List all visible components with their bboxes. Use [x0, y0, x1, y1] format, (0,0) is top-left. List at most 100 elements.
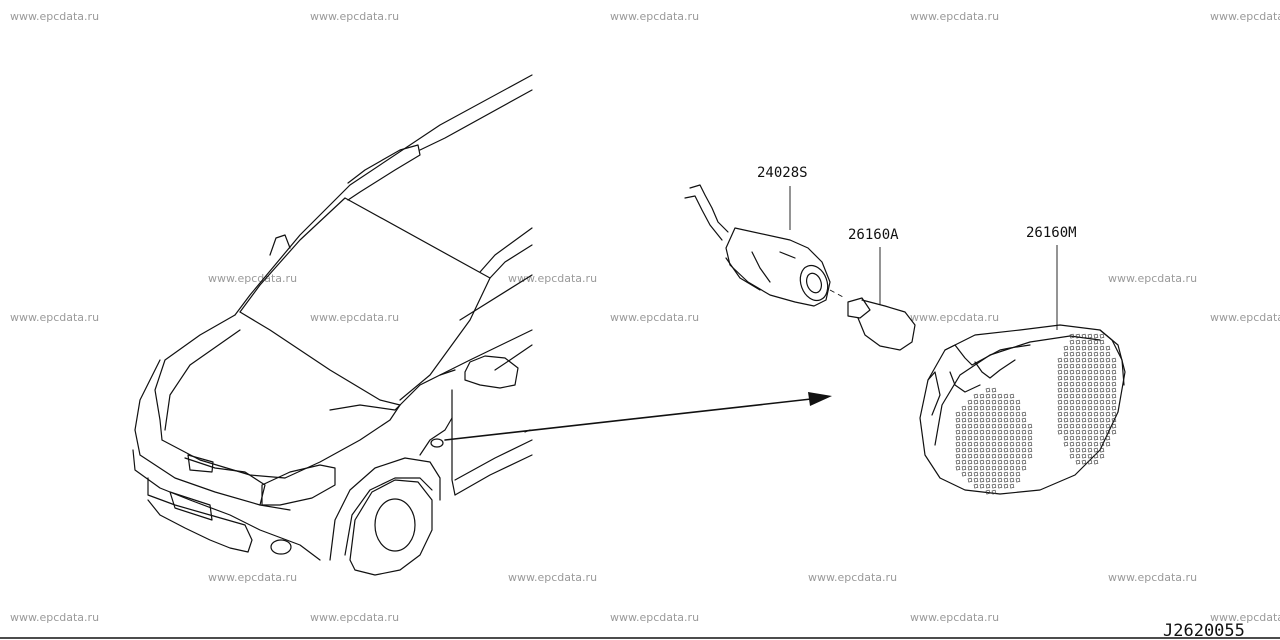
- bulb-drawing: [847, 247, 916, 351]
- lens-cell: [1081, 339, 1087, 345]
- lens-cell: [1063, 357, 1069, 363]
- lens-cell: [1099, 411, 1105, 417]
- watermark-text: www.epcdata.ru: [508, 272, 597, 285]
- lens-cell: [1069, 411, 1075, 417]
- lens-cell: [1075, 387, 1081, 393]
- lens-cell: [1099, 357, 1105, 363]
- lens-cell: [985, 387, 991, 393]
- lens-cell: [997, 429, 1003, 435]
- lens-cell: [1087, 399, 1093, 405]
- lens-cell: [1069, 417, 1075, 423]
- lens-cell: [1093, 333, 1099, 339]
- lens-cell: [979, 477, 985, 483]
- lens-cell: [961, 417, 967, 423]
- lens-cell: [1087, 351, 1093, 357]
- lens-cell: [1021, 423, 1027, 429]
- lens-cell: [1057, 423, 1063, 429]
- lens-cell: [991, 441, 997, 447]
- lens-cell: [961, 465, 967, 471]
- lens-cell: [991, 465, 997, 471]
- lens-cell: [991, 393, 997, 399]
- lens-cell: [967, 459, 973, 465]
- watermark-text: www.epcdata.ru: [610, 611, 699, 624]
- lens-cell: [1099, 387, 1105, 393]
- lens-cell: [1075, 381, 1081, 387]
- lens-cell: [955, 417, 961, 423]
- lens-cell: [955, 459, 961, 465]
- lens-cell: [1027, 441, 1033, 447]
- lens-cell: [1081, 453, 1087, 459]
- location-arrow: [444, 392, 832, 441]
- lens-cell: [1093, 357, 1099, 363]
- lens-cell: [979, 483, 985, 489]
- lens-cell: [979, 447, 985, 453]
- lens-cell: [1099, 453, 1105, 459]
- lens-cell: [967, 411, 973, 417]
- lens-cell: [1057, 405, 1063, 411]
- lens-cell: [1111, 369, 1117, 375]
- lens-cell: [997, 423, 1003, 429]
- lens-pattern: [955, 333, 1117, 495]
- lens-cell: [973, 405, 979, 411]
- lens-cell: [991, 453, 997, 459]
- lens-cell: [1105, 417, 1111, 423]
- lens-cell: [1111, 381, 1117, 387]
- lens-cell: [1015, 399, 1021, 405]
- lens-cell: [991, 405, 997, 411]
- lens-cell: [955, 435, 961, 441]
- lens-cell: [1075, 411, 1081, 417]
- lens-cell: [1093, 417, 1099, 423]
- lens-cell: [1063, 417, 1069, 423]
- watermark-text: www.epcdata.ru: [208, 272, 297, 285]
- lens-cell: [1009, 405, 1015, 411]
- lens-cell: [1069, 435, 1075, 441]
- lens-cell: [979, 435, 985, 441]
- lens-cell: [985, 489, 991, 495]
- lens-cell: [1075, 423, 1081, 429]
- lens-cell: [1021, 429, 1027, 435]
- lens-cell: [955, 411, 961, 417]
- lens-cell: [997, 405, 1003, 411]
- lens-cell: [1063, 393, 1069, 399]
- lens-cell: [1015, 453, 1021, 459]
- watermark-text: www.epcdata.ru: [808, 571, 897, 584]
- lens-cell: [1093, 393, 1099, 399]
- lens-cell: [1015, 435, 1021, 441]
- lens-cell: [1093, 375, 1099, 381]
- lens-cell: [1111, 399, 1117, 405]
- lens-cell: [1015, 423, 1021, 429]
- lens-cell: [1021, 465, 1027, 471]
- lens-cell: [1003, 429, 1009, 435]
- lens-cell: [973, 417, 979, 423]
- lens-cell: [1063, 429, 1069, 435]
- lens-cell: [961, 453, 967, 459]
- lens-cell: [979, 411, 985, 417]
- lens-cell: [1003, 477, 1009, 483]
- lens-cell: [1105, 399, 1111, 405]
- lens-cell: [1009, 477, 1015, 483]
- lens-cell: [1105, 357, 1111, 363]
- lens-cell: [1057, 393, 1063, 399]
- lens-cell: [1027, 429, 1033, 435]
- lens-cell: [985, 441, 991, 447]
- lens-cell: [1063, 375, 1069, 381]
- lens-cell: [985, 417, 991, 423]
- lens-cell: [973, 393, 979, 399]
- lens-cell: [1003, 435, 1009, 441]
- watermark-text: www.epcdata.ru: [910, 611, 999, 624]
- lens-cell: [1057, 357, 1063, 363]
- lens-cell: [1105, 441, 1111, 447]
- lens-cell: [955, 441, 961, 447]
- lens-cell: [1111, 429, 1117, 435]
- lens-cell: [967, 399, 973, 405]
- lens-cell: [1069, 423, 1075, 429]
- lens-cell: [1069, 345, 1075, 351]
- lens-cell: [1075, 405, 1081, 411]
- lens-cell: [1099, 345, 1105, 351]
- lens-cell: [997, 435, 1003, 441]
- lens-cell: [1069, 399, 1075, 405]
- lens-cell: [1075, 357, 1081, 363]
- lens-cell: [1003, 447, 1009, 453]
- vehicle-illustration: [132, 74, 533, 576]
- lens-cell: [1069, 387, 1075, 393]
